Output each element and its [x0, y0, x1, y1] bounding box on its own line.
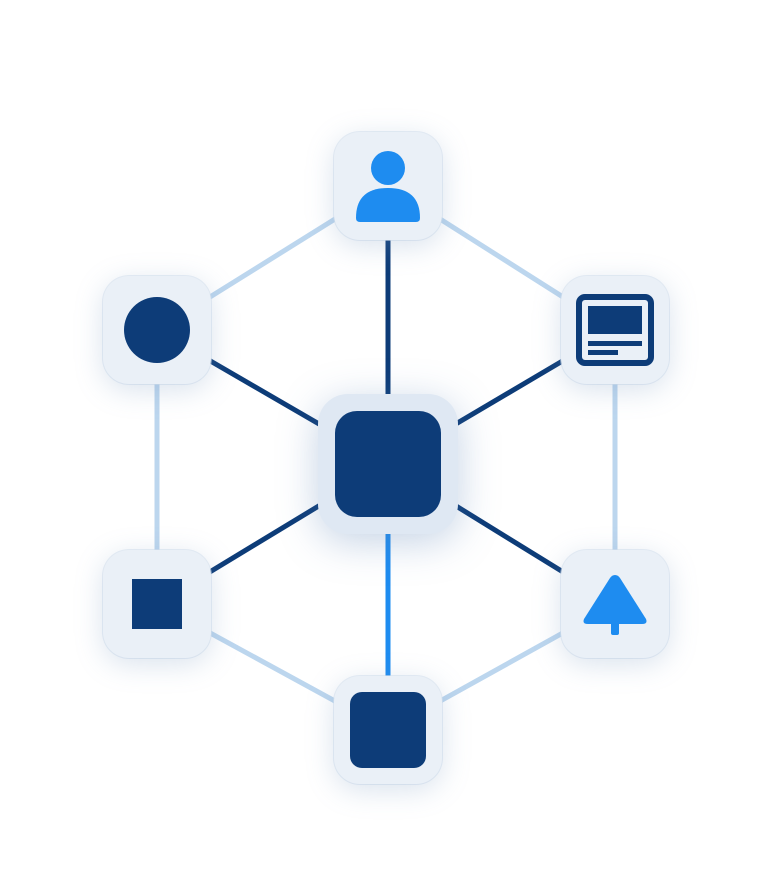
window-icon — [576, 294, 654, 366]
node-top — [334, 132, 442, 240]
square-icon — [132, 579, 182, 629]
user-icon — [356, 151, 420, 222]
rounded-square-icon — [335, 411, 441, 517]
circle-icon — [124, 297, 190, 363]
node-top-left — [103, 276, 211, 384]
rounded-square-icon — [350, 692, 426, 768]
node-bottom — [334, 676, 442, 784]
node-bottom-right — [561, 550, 669, 658]
triangle-tree-icon — [583, 575, 647, 635]
node-top-right — [561, 276, 669, 384]
node-center — [318, 394, 458, 534]
node-bottom-left — [103, 550, 211, 658]
